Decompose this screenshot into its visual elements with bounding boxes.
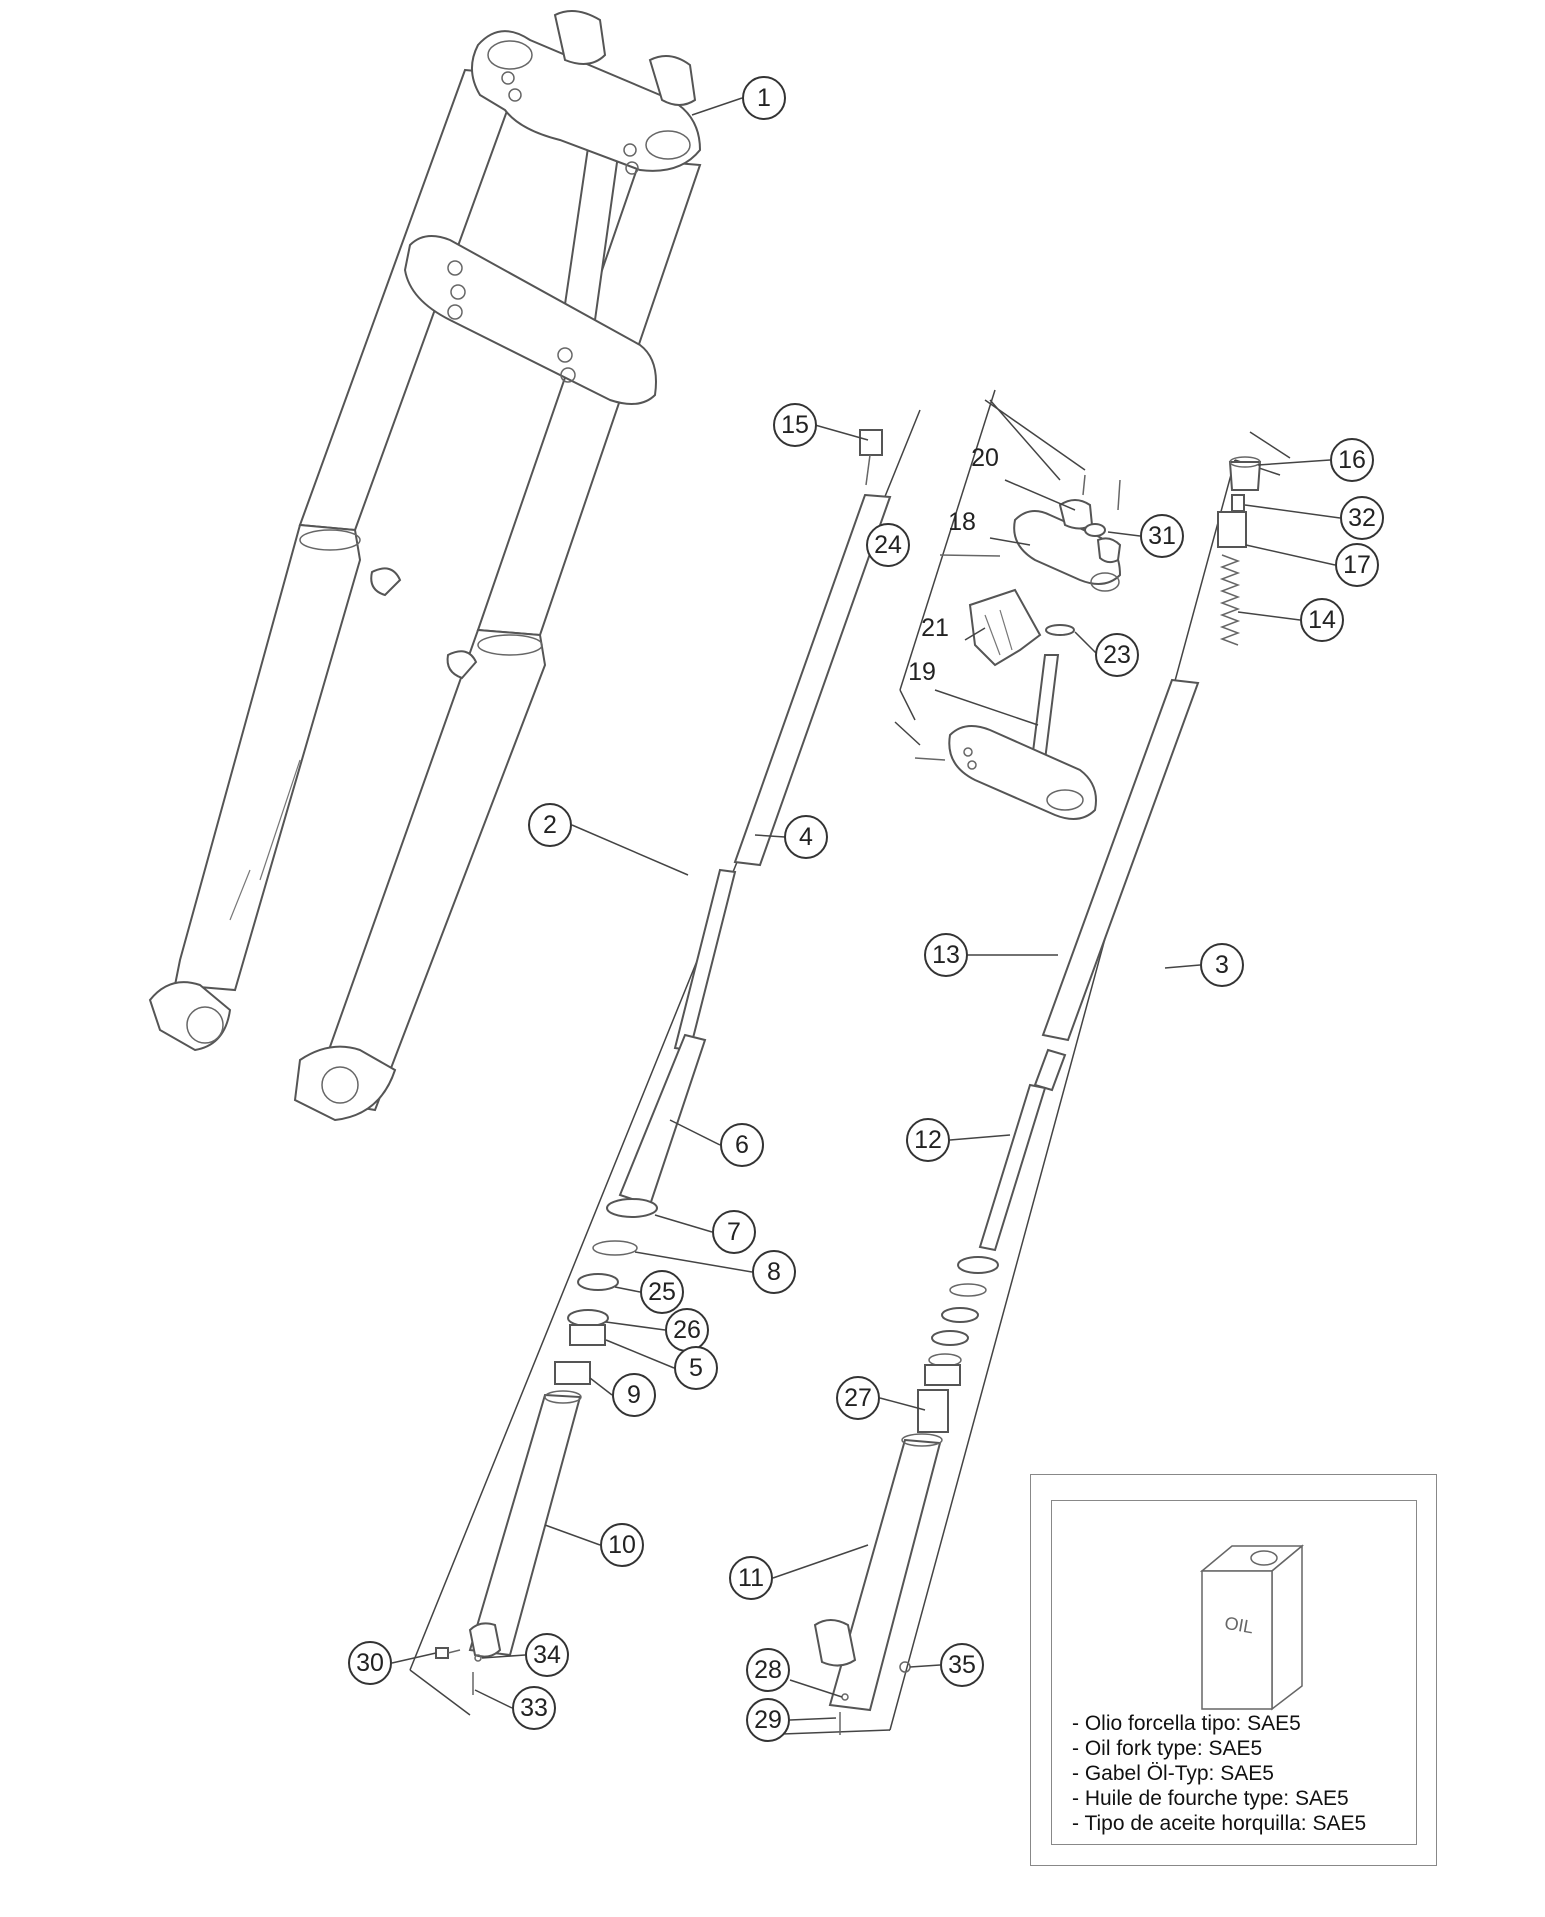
svg-text:25: 25 xyxy=(648,1278,676,1306)
callout-7: 7 xyxy=(712,1210,756,1254)
callout-34: 34 xyxy=(525,1633,569,1677)
callout-11: 11 xyxy=(729,1556,773,1600)
callout-29: 29 xyxy=(746,1698,790,1742)
oil-note-es: - Tipo de aceite horquilla: SAE5 xyxy=(1072,1812,1367,1835)
oil-can-label: OIL xyxy=(1223,1613,1255,1638)
svg-text:2: 2 xyxy=(543,811,557,839)
exploded-center xyxy=(409,409,921,1716)
callout-9: 9 xyxy=(612,1373,656,1417)
exploded-right xyxy=(754,431,1291,1736)
callout-2: 2 xyxy=(528,803,572,847)
svg-text:7: 7 xyxy=(727,1218,741,1246)
callout-25: 25 xyxy=(640,1270,684,1314)
svg-text:34: 34 xyxy=(533,1641,561,1669)
callout-18: 18 xyxy=(948,508,976,536)
svg-text:17: 17 xyxy=(1343,551,1371,579)
svg-text:24: 24 xyxy=(874,531,902,559)
callout-5: 5 xyxy=(674,1346,718,1390)
svg-text:4: 4 xyxy=(799,823,813,851)
callout-15: 15 xyxy=(773,403,817,447)
svg-text:21: 21 xyxy=(921,614,949,642)
svg-text:12: 12 xyxy=(914,1126,942,1154)
exploded-triple-clamp xyxy=(894,389,1122,820)
svg-text:10: 10 xyxy=(608,1531,636,1559)
callout-1: 1 xyxy=(742,76,786,120)
svg-text:6: 6 xyxy=(735,1131,749,1159)
callout-13: 13 xyxy=(924,933,968,977)
callout-23: 23 xyxy=(1095,633,1139,677)
svg-text:19: 19 xyxy=(908,658,936,686)
leader-lines xyxy=(391,97,1341,1721)
svg-text:15: 15 xyxy=(781,411,809,439)
svg-text:18: 18 xyxy=(948,508,976,536)
svg-text:8: 8 xyxy=(767,1258,781,1286)
callout-3: 3 xyxy=(1200,943,1244,987)
svg-text:27: 27 xyxy=(844,1384,872,1412)
svg-text:5: 5 xyxy=(689,1354,703,1382)
oil-can-icon: OIL xyxy=(1199,1544,1305,1711)
callout-35: 35 xyxy=(940,1643,984,1687)
svg-text:16: 16 xyxy=(1338,446,1366,474)
callout-8: 8 xyxy=(752,1250,796,1294)
callout-20: 20 xyxy=(971,444,999,472)
svg-text:35: 35 xyxy=(948,1651,976,1679)
oil-legend-inner: OIL - Olio forcella tipo: SAE5 - Oil for… xyxy=(1051,1500,1417,1845)
callout-32: 32 xyxy=(1340,496,1384,540)
callout-27: 27 xyxy=(836,1376,880,1420)
svg-text:14: 14 xyxy=(1308,606,1336,634)
svg-text:3: 3 xyxy=(1215,951,1229,979)
svg-text:29: 29 xyxy=(754,1706,782,1734)
oil-note-it: - Olio forcella tipo: SAE5 xyxy=(1072,1712,1301,1735)
oil-notes-list: - Olio forcella tipo: SAE5 - Oil fork ty… xyxy=(1072,1711,1366,1836)
callout-6: 6 xyxy=(720,1123,764,1167)
callout-26: 26 xyxy=(665,1308,709,1352)
callout-12: 12 xyxy=(906,1118,950,1162)
svg-text:9: 9 xyxy=(627,1381,641,1409)
oil-note-de: - Gabel Öl-Typ: SAE5 xyxy=(1072,1762,1274,1785)
callout-19: 19 xyxy=(908,658,936,686)
svg-text:20: 20 xyxy=(971,444,999,472)
callout-33: 33 xyxy=(512,1686,556,1730)
svg-text:11: 11 xyxy=(738,1564,764,1592)
svg-text:32: 32 xyxy=(1348,504,1376,532)
svg-text:31: 31 xyxy=(1148,522,1176,550)
oil-note-en: - Oil fork type: SAE5 xyxy=(1072,1737,1263,1760)
callout-24: 24 xyxy=(866,523,910,567)
callout-21: 21 xyxy=(921,614,949,642)
svg-text:33: 33 xyxy=(520,1694,548,1722)
callout-16: 16 xyxy=(1330,438,1374,482)
svg-text:1: 1 xyxy=(757,84,771,112)
callout-14: 14 xyxy=(1300,598,1344,642)
callout-30: 30 xyxy=(348,1641,392,1685)
callout-17: 17 xyxy=(1335,543,1379,587)
svg-text:13: 13 xyxy=(932,941,960,969)
assembled-fork xyxy=(148,10,702,1122)
oil-legend-box: OIL - Olio forcella tipo: SAE5 - Oil for… xyxy=(1030,1474,1437,1866)
callout-10: 10 xyxy=(600,1523,644,1567)
callout-31: 31 xyxy=(1140,514,1184,558)
oil-note-fr: - Huile de fourche type: SAE5 xyxy=(1072,1787,1349,1810)
callout-28: 28 xyxy=(746,1648,790,1692)
svg-text:23: 23 xyxy=(1103,641,1131,669)
callout-4: 4 xyxy=(784,815,828,859)
svg-text:28: 28 xyxy=(754,1656,782,1684)
svg-text:30: 30 xyxy=(356,1649,384,1677)
svg-text:26: 26 xyxy=(673,1316,701,1344)
